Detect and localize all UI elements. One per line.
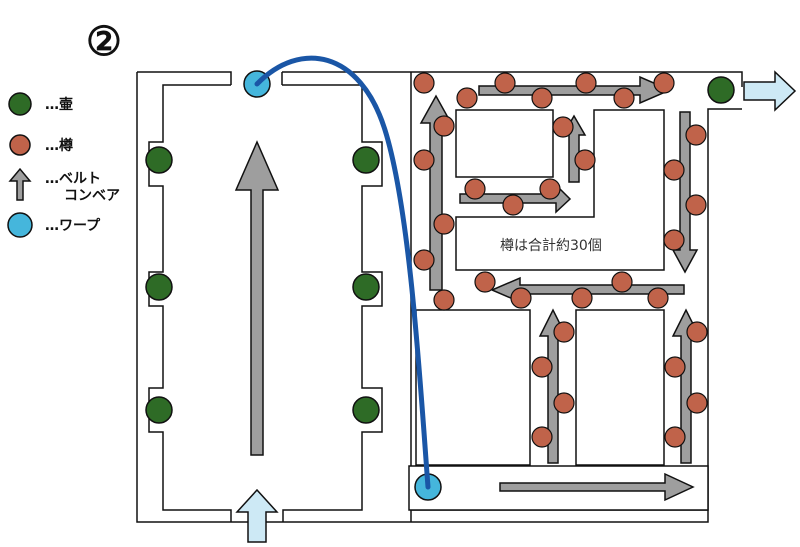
pot-icon bbox=[352, 273, 380, 301]
barrel-icon bbox=[664, 356, 686, 378]
barrel-icon bbox=[653, 72, 675, 94]
barrel-legend-icon bbox=[9, 134, 31, 156]
barrel-icon bbox=[433, 115, 455, 137]
warp-path bbox=[254, 55, 431, 490]
barrel-icon bbox=[575, 72, 597, 94]
barrel-icon bbox=[574, 149, 596, 171]
barrel-icon bbox=[531, 426, 553, 448]
legend: …壷 …樽 …ベルト コンベア …ワープ bbox=[7, 92, 120, 238]
conveyor-arrow-icon bbox=[499, 472, 695, 502]
warp-legend-icon bbox=[7, 212, 33, 238]
barrel-count-note: 樽は合計約30個 bbox=[500, 237, 602, 254]
barrel-icon bbox=[502, 194, 524, 216]
barrel-icon bbox=[664, 426, 686, 448]
barrel-icon bbox=[663, 229, 685, 251]
entrance-arrow-icon bbox=[235, 488, 279, 543]
diagram-title: ② bbox=[86, 18, 122, 65]
barrel-icon bbox=[433, 213, 455, 235]
barrel-icon bbox=[464, 178, 486, 200]
barrel-icon bbox=[456, 87, 478, 109]
barrel-icon bbox=[686, 321, 708, 343]
barrel-icon bbox=[531, 87, 553, 109]
legend-conveyor-label-2: コンベア bbox=[64, 188, 120, 204]
conveyor-arrow-icon bbox=[478, 75, 672, 105]
pot-icon bbox=[145, 273, 173, 301]
pot-legend-icon bbox=[8, 92, 32, 116]
barrel-icon bbox=[413, 249, 435, 271]
barrel-icon bbox=[686, 392, 708, 414]
barrel-icon bbox=[539, 178, 561, 200]
legend-barrel-label: …樽 bbox=[45, 137, 73, 154]
pot-icon bbox=[352, 146, 380, 174]
barrel-icon bbox=[531, 356, 553, 378]
barrel-icon bbox=[510, 287, 532, 309]
barrel-icon bbox=[647, 287, 669, 309]
barrel-icon bbox=[553, 392, 575, 414]
pot-icon bbox=[145, 396, 173, 424]
barrel-icon bbox=[571, 287, 593, 309]
barrel-icon bbox=[685, 124, 707, 146]
barrel-icon bbox=[413, 149, 435, 171]
barrel-icon bbox=[433, 289, 455, 311]
barrel-icon bbox=[553, 321, 575, 343]
barrel-icon bbox=[494, 72, 516, 94]
barrel-icon bbox=[474, 271, 496, 293]
barrel-icon bbox=[613, 87, 635, 109]
pots bbox=[145, 76, 735, 424]
legend-pot-label: …壷 bbox=[45, 96, 73, 113]
conveyor-legend-icon bbox=[8, 167, 32, 201]
barrel-icon bbox=[611, 271, 633, 293]
barrel-icon bbox=[552, 116, 574, 138]
pot-icon bbox=[145, 146, 173, 174]
barrel-icon bbox=[663, 159, 685, 181]
legend-warp-label: …ワープ bbox=[45, 218, 101, 234]
exit-arrow-icon bbox=[743, 70, 797, 112]
pot-icon bbox=[707, 76, 735, 104]
pot-icon bbox=[352, 396, 380, 424]
conveyor-arrow-icon bbox=[234, 140, 280, 456]
barrels bbox=[413, 72, 708, 448]
barrel-icon bbox=[685, 194, 707, 216]
conveyor-arrow-icon bbox=[419, 94, 453, 291]
legend-conveyor-label-1: …ベルト bbox=[45, 171, 101, 187]
barrel-icon bbox=[413, 72, 435, 94]
